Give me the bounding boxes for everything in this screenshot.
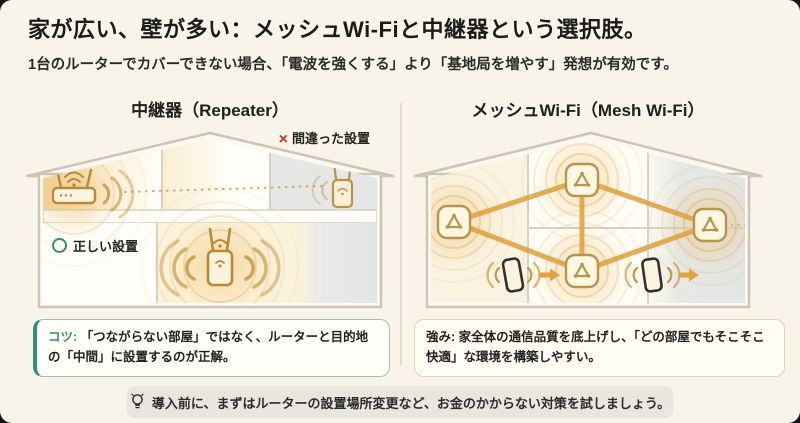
repeater-icon-correct: [206, 227, 234, 287]
smartphone-icon-left: [486, 257, 560, 293]
repeater-house-diagram: [25, 131, 395, 309]
weak-signal-dotted-line: [123, 185, 325, 193]
x-mark-icon: ×: [278, 131, 288, 148]
note-label: 強み:: [426, 330, 456, 344]
lower-gray: [294, 223, 377, 303]
lightbulb-icon: [131, 393, 144, 409]
mesh-house-diagram: [413, 131, 763, 309]
right-panel-heading: メッシュWi-Fi（Mesh Wi-Fi）: [471, 101, 705, 120]
roam-arrow-icon: [679, 268, 699, 282]
router-wifi-arcs: [102, 169, 135, 219]
left-panel-heading: 中継器（Repeater）: [131, 101, 289, 120]
router-icon: [51, 168, 97, 205]
note-text: 「つながらない部屋」ではなく、ルーターと目的地の「中間」に設置するのが正解。: [48, 330, 369, 365]
page-subtitle: 1台のルーターでカバーできない場合、「電波を強くする」より「基地局を増やす」発想…: [28, 57, 678, 73]
note-text: 家全体の通信品質を底上げし、「どの部屋でもそこそこ快適」な環境を構築しやすい。: [426, 330, 765, 365]
footer-tip: 導入前に、まずはルーターの設置場所変更など、お金のかからない対策を試しましょう。: [127, 386, 673, 418]
panel-divider: [400, 103, 402, 365]
repeater-strong-arcs: [159, 239, 281, 297]
room-weak-gray: [271, 139, 377, 210]
note-label: コツ:: [48, 330, 78, 344]
page-title: 家が広い、壁が多い：メッシュWi-Fiと中継器という選択肢。: [28, 17, 647, 42]
correct-placement-label: 正しい設置: [52, 236, 138, 255]
roam-arrow-icon: [539, 268, 560, 282]
footer-tip-text: 導入前に、まずはルーターの設置場所変更など、お金のかからない対策を試しましょう。: [151, 395, 671, 411]
wrong-placement-label: ×間違った設置: [278, 131, 370, 148]
mesh-note-box: 強み: 家全体の通信品質を底上げし、「どの部屋でもそこそこ快適」な環境を構築しや…: [414, 319, 785, 377]
room-middle: [163, 139, 233, 210]
repeater-note-box: コツ: 「つながらない部屋」ではなく、ルーターと目的地の「中間」に設置するのが正…: [33, 319, 390, 377]
smartphone-icon-right: [624, 257, 699, 293]
circle-ok-icon: [52, 238, 67, 253]
mesh-node-icon: [436, 162, 728, 289]
